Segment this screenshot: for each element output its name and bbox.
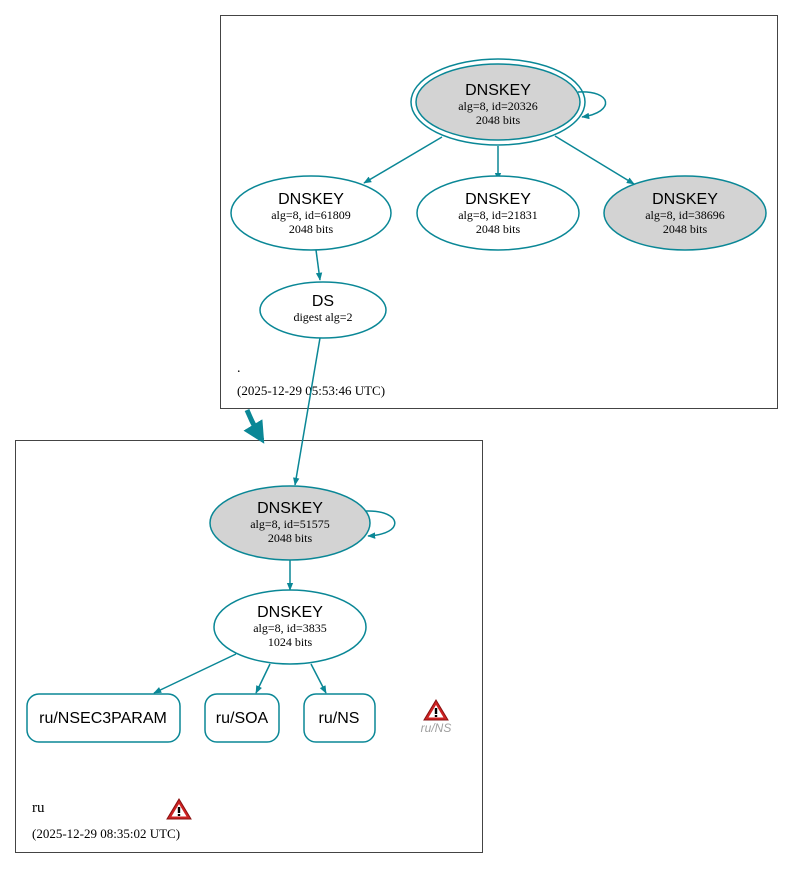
root-zsk2-title: DNSKEY xyxy=(465,191,531,208)
root-zsk1-title: DNSKEY xyxy=(278,191,344,208)
root-zone-name: . xyxy=(237,361,241,376)
ds-node[interactable]: DS digest alg=2 xyxy=(259,281,387,339)
warning-triangle-icon[interactable] xyxy=(166,798,192,820)
ru-zsk-node[interactable]: DNSKEY alg=8, id=3835 1024 bits xyxy=(213,589,367,665)
record-ns-label: ru/NS xyxy=(319,710,360,727)
record-soa[interactable]: ru/SOA xyxy=(204,693,280,743)
edge-root-ksk-zsk1 xyxy=(363,136,443,184)
ru-ns-warning[interactable]: ru/NS xyxy=(421,699,452,735)
ru-zsk-title: DNSKEY xyxy=(257,604,323,621)
record-nsec3param[interactable]: ru/NSEC3PARAM xyxy=(26,693,181,743)
edge-zsk1-ds xyxy=(315,249,323,281)
root-ksk-node[interactable]: DNSKEY alg=8, id=20326 2048 bits xyxy=(410,58,586,146)
root-zsk3-node[interactable]: DNSKEY alg=8, id=38696 2048 bits xyxy=(603,175,767,251)
edge-ru-ksk-self xyxy=(365,510,396,539)
root-zsk2-line1: alg=8, id=21831 xyxy=(458,208,538,222)
root-zsk1-node[interactable]: DNSKEY alg=8, id=61809 2048 bits xyxy=(230,175,392,251)
root-zsk2-node[interactable]: DNSKEY alg=8, id=21831 2048 bits xyxy=(416,175,580,251)
ru-zone-timestamp: (2025-12-29 08:35:02 UTC) xyxy=(32,826,180,841)
edge-ru-zsk-ns xyxy=(310,663,327,694)
ru-zsk-line1: alg=8, id=3835 xyxy=(253,621,327,635)
warning-triangle-icon xyxy=(423,699,449,721)
root-zsk3-line1: alg=8, id=38696 xyxy=(645,208,725,222)
root-ksk-line1: alg=8, id=20326 xyxy=(458,99,538,113)
root-zsk1-line2: 2048 bits xyxy=(289,222,334,236)
edge-root-ksk-zsk3 xyxy=(554,135,635,185)
root-ksk-line2: 2048 bits xyxy=(476,113,521,127)
ru-ksk-title: DNSKEY xyxy=(257,500,323,517)
ds-line1: digest alg=2 xyxy=(293,310,352,324)
edge-ru-zsk-nsec3param xyxy=(153,653,237,694)
root-zsk3-title: DNSKEY xyxy=(652,191,718,208)
record-ns[interactable]: ru/NS xyxy=(303,693,376,743)
ru-ksk-line1: alg=8, id=51575 xyxy=(250,517,330,531)
ru-zone-name: ru xyxy=(32,800,45,816)
record-nsec3param-label: ru/NSEC3PARAM xyxy=(39,710,167,727)
ru-ksk-line2: 2048 bits xyxy=(268,531,313,545)
edge-ru-zsk-soa xyxy=(255,663,271,694)
edge-root-ksk-self xyxy=(577,91,607,120)
edge-ds-ru-ksk xyxy=(293,337,321,486)
root-zsk2-line2: 2048 bits xyxy=(476,222,521,236)
root-zsk3-line2: 2048 bits xyxy=(663,222,708,236)
edges xyxy=(153,91,635,694)
ru-ksk-node[interactable]: DNSKEY alg=8, id=51575 2048 bits xyxy=(209,485,371,561)
ds-title: DS xyxy=(312,293,334,310)
ghost-ns-label: ru/NS xyxy=(421,721,452,735)
ru-zsk-line2: 1024 bits xyxy=(268,635,313,649)
root-ksk-title: DNSKEY xyxy=(465,82,531,99)
delegation-arrow xyxy=(243,409,265,444)
root-zsk1-line1: alg=8, id=61809 xyxy=(271,208,351,222)
record-soa-label: ru/SOA xyxy=(216,710,269,727)
